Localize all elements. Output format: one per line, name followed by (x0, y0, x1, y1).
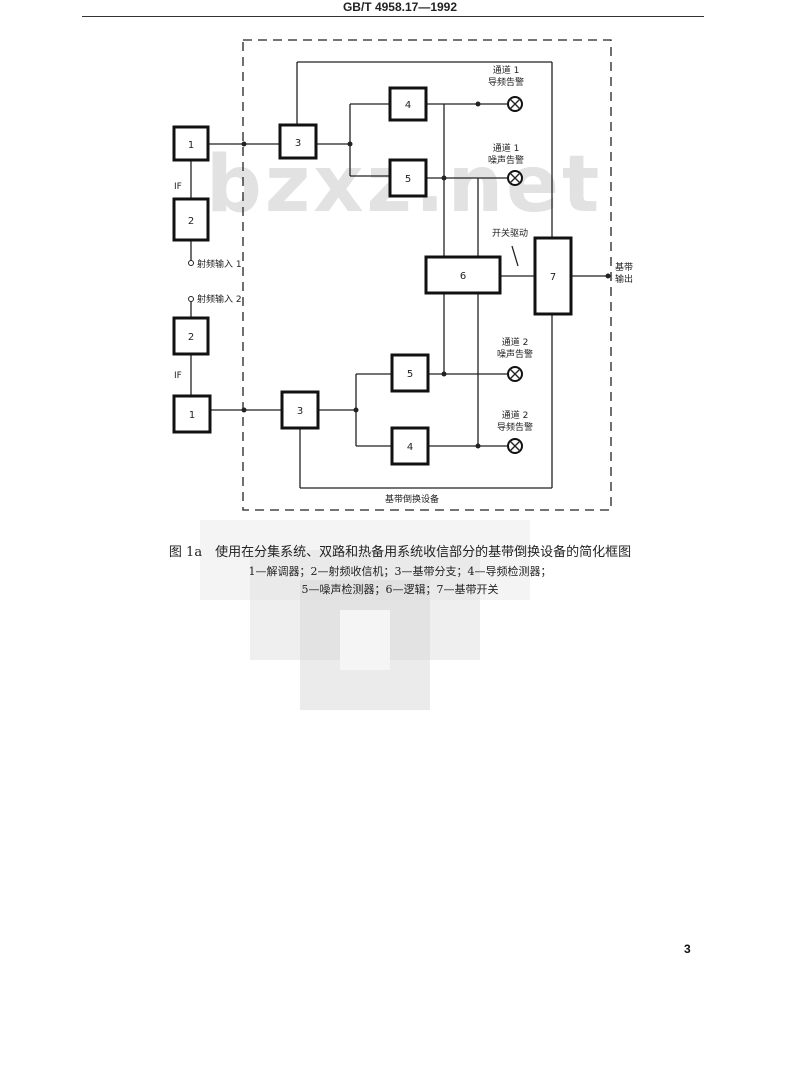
block-number: 5 (405, 174, 411, 185)
block-baseband-branch-bottom: 3 (280, 390, 320, 430)
block-number: 4 (407, 442, 413, 453)
block-demodulator-bottom: 1 (172, 394, 212, 434)
label-ch2-pilot-alarm-line2: 导频告警 (497, 421, 533, 433)
block-noise-detector-bottom: 5 (390, 353, 430, 393)
block-number: 5 (407, 369, 413, 380)
alarm-lamp-ch2-noise (507, 366, 523, 382)
header-rule (82, 16, 704, 17)
block-number: 3 (297, 406, 303, 417)
block-diagram: 1 2 3 4 5 6 7 2 1 3 5 4 IF IF 射频输入 1 射频输… (172, 39, 633, 511)
block-number: 7 (550, 272, 556, 283)
label-ch2-noise-alarm-line1: 通道 2 (502, 336, 529, 348)
blurred-stamp (200, 520, 530, 710)
block-number: 6 (460, 271, 466, 282)
label-ch1-noise-alarm-line1: 通道 1 (493, 142, 520, 154)
block-pilot-detector-top: 4 (388, 86, 428, 122)
label-ch1-pilot-alarm-line2: 导频告警 (488, 76, 524, 88)
block-number: 2 (188, 216, 194, 227)
block-baseband-switch: 7 (533, 236, 573, 316)
label-if-bottom: IF (174, 371, 182, 381)
block-pilot-detector-bottom: 4 (390, 426, 430, 466)
block-number: 2 (188, 332, 194, 343)
block-baseband-branch-top: 3 (278, 123, 318, 160)
label-equipment-name: 基带倒换设备 (385, 493, 439, 505)
page-header: GB/T 4958.17—1992 (0, 0, 800, 14)
label-baseband-output-line2: 输出 (615, 273, 633, 285)
label-rf-input-1: 射频输入 1 (197, 258, 242, 270)
label-if-top: IF (174, 182, 182, 192)
wiring (188, 61, 611, 489)
label-ch1-noise-alarm-line2: 噪声告警 (488, 154, 524, 166)
alarm-lamp-ch1-noise (507, 170, 523, 186)
block-demodulator-top: 1 (172, 125, 210, 162)
block-number: 3 (295, 138, 301, 149)
label-ch1-pilot-alarm-line1: 通道 1 (493, 64, 520, 76)
figure-legend-line-1: 1—解调器；2—射频收信机；3—基带分支；4—导频检测器； (248, 565, 552, 578)
block-number: 1 (189, 410, 195, 421)
block-rf-receiver-top: 2 (172, 197, 210, 242)
block-number: 4 (405, 100, 411, 111)
page-number: 3 (684, 942, 691, 956)
figure-legend-line-2: 5—噪声检测器；6—逻辑；7—基带开关 (301, 583, 499, 596)
standard-code: GB/T 4958.17—1992 (342, 0, 458, 14)
block-logic: 6 (424, 255, 502, 295)
block-noise-detector-top: 5 (388, 158, 428, 198)
block-rf-receiver-bottom: 2 (172, 316, 210, 356)
label-ch2-noise-alarm-line2: 噪声告警 (497, 348, 533, 360)
figure-caption-title: 图 1a 使用在分集系统、双路和热备用系统收信部分的基带倒换设备的简化框图 (168, 545, 632, 560)
equipment-boundary (242, 39, 612, 511)
alarm-lamp-ch1-pilot (507, 96, 523, 112)
alarm-lamp-ch2-pilot (507, 438, 523, 454)
label-ch2-pilot-alarm-line1: 通道 2 (502, 409, 529, 421)
block-number: 1 (188, 140, 194, 151)
label-switch-drive: 开关驱动 (492, 227, 528, 239)
label-baseband-output-line1: 基带 (615, 261, 633, 273)
label-rf-input-2: 射频输入 2 (197, 293, 242, 305)
